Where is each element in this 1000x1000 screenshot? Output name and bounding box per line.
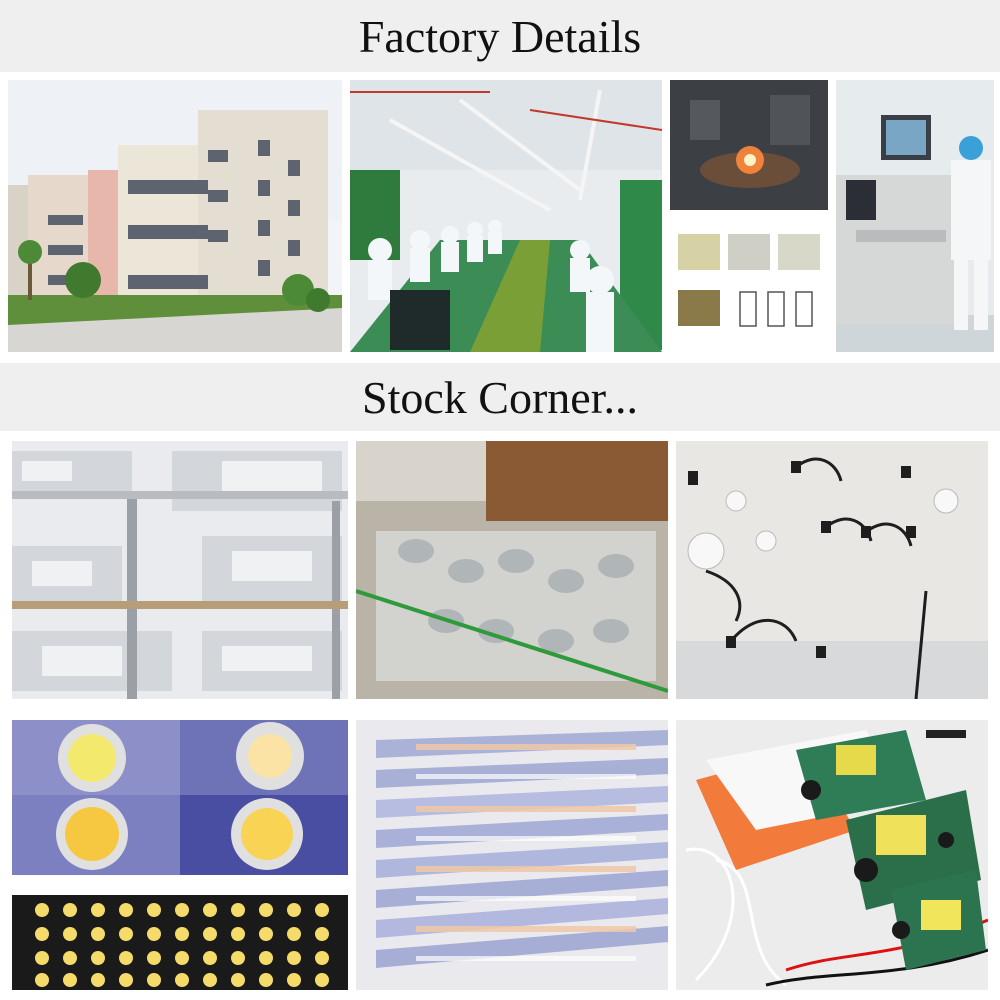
factory-details-title: Factory Details — [358, 10, 642, 62]
cob-led-chips-photo — [12, 720, 348, 990]
machinery-certificates-photo — [670, 80, 828, 352]
assembly-line-photo — [350, 80, 662, 352]
worker-machine-photo — [836, 80, 994, 352]
wall-lamp-samples-photo — [676, 441, 988, 699]
factory-details-banner: Factory Details — [0, 0, 1000, 72]
led-driver-boards-photo — [676, 720, 988, 990]
led-tube-strips-photo — [356, 720, 668, 990]
bagged-heatsinks-photo — [356, 441, 668, 699]
stock-corner-banner: Stock Corner... — [0, 363, 1000, 431]
packaged-stock-photo — [12, 441, 348, 699]
factory-building-photo — [8, 80, 342, 352]
stock-corner-title: Stock Corner... — [362, 371, 638, 423]
